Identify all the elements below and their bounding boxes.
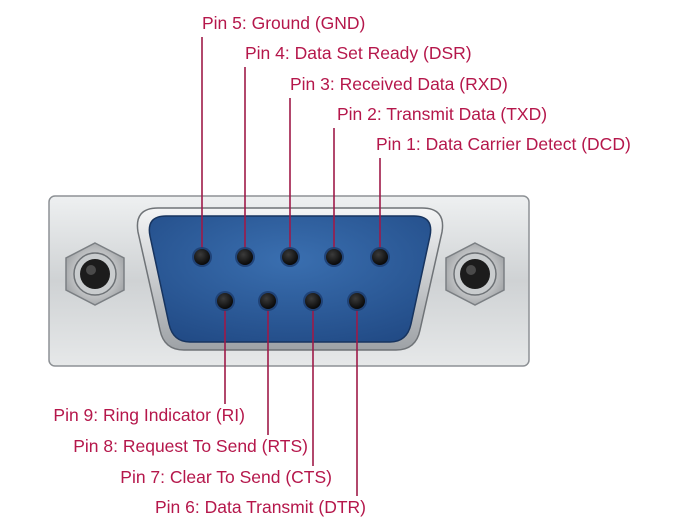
pin-7-label: Pin 7: Clear To Send (CTS) — [120, 467, 332, 487]
pin-9-socket — [215, 291, 235, 311]
pin-2-socket — [324, 247, 344, 267]
left-jack-screw — [65, 242, 125, 306]
pin-5-socket — [192, 247, 212, 267]
blue-insert — [148, 215, 432, 343]
pin-9-label: Pin 9: Ring Indicator (RI) — [53, 405, 245, 425]
pin-4-label: Pin 4: Data Set Ready (DSR) — [245, 43, 472, 63]
pin-1-socket — [370, 247, 390, 267]
pin-2-label: Pin 2: Transmit Data (TXD) — [337, 104, 547, 124]
pin-8-socket — [258, 291, 278, 311]
pin-6-label: Pin 6: Data Transmit (DTR) — [155, 497, 366, 517]
pin-8-label: Pin 8: Request To Send (RTS) — [73, 436, 308, 456]
pin-3-socket — [280, 247, 300, 267]
pin-6-socket — [347, 291, 367, 311]
pin-4-socket — [235, 247, 255, 267]
right-jack-screw — [445, 242, 505, 306]
pin-5-label: Pin 5: Ground (GND) — [202, 13, 365, 33]
pin-1-label: Pin 1: Data Carrier Detect (DCD) — [376, 134, 631, 154]
pin-7-socket — [303, 291, 323, 311]
pin-3-label: Pin 3: Received Data (RXD) — [290, 74, 508, 94]
